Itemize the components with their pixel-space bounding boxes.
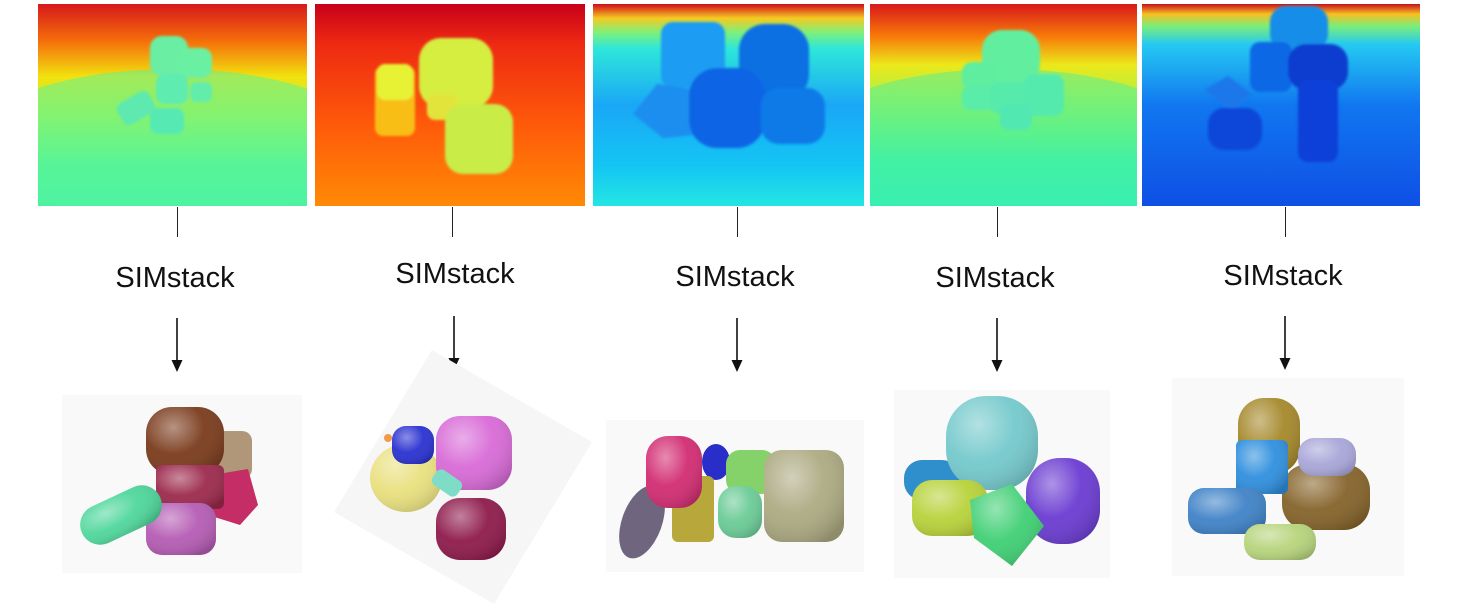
- method-label-1: SIMstack: [115, 262, 235, 294]
- down-arrow-icon-4: [991, 318, 1003, 372]
- down-arrow-icon-3: [731, 318, 743, 372]
- method-label-2: SIMstack: [395, 258, 515, 290]
- depth-image-5: [1142, 4, 1420, 206]
- connector-line-4: [997, 207, 998, 237]
- method-label-3: SIMstack: [675, 261, 795, 293]
- depth-image-1: [38, 4, 307, 206]
- connector-line-5: [1285, 207, 1286, 237]
- depth-image-2: [315, 4, 585, 206]
- reconstruction-3: [606, 420, 864, 572]
- connector-line-3: [737, 207, 738, 237]
- reconstruction-2: [334, 350, 592, 604]
- depth-image-4: [870, 4, 1137, 206]
- depth-image-3: [593, 4, 864, 206]
- method-label-5: SIMstack: [1223, 260, 1343, 292]
- reconstruction-4: [894, 390, 1110, 578]
- method-label-4: SIMstack: [935, 262, 1055, 294]
- reconstruction-1: [62, 395, 302, 573]
- down-arrow-icon-1: [171, 318, 183, 372]
- connector-line-2: [452, 207, 453, 237]
- reconstruction-5: [1172, 378, 1404, 576]
- down-arrow-icon-5: [1279, 316, 1291, 370]
- connector-line-1: [177, 207, 178, 237]
